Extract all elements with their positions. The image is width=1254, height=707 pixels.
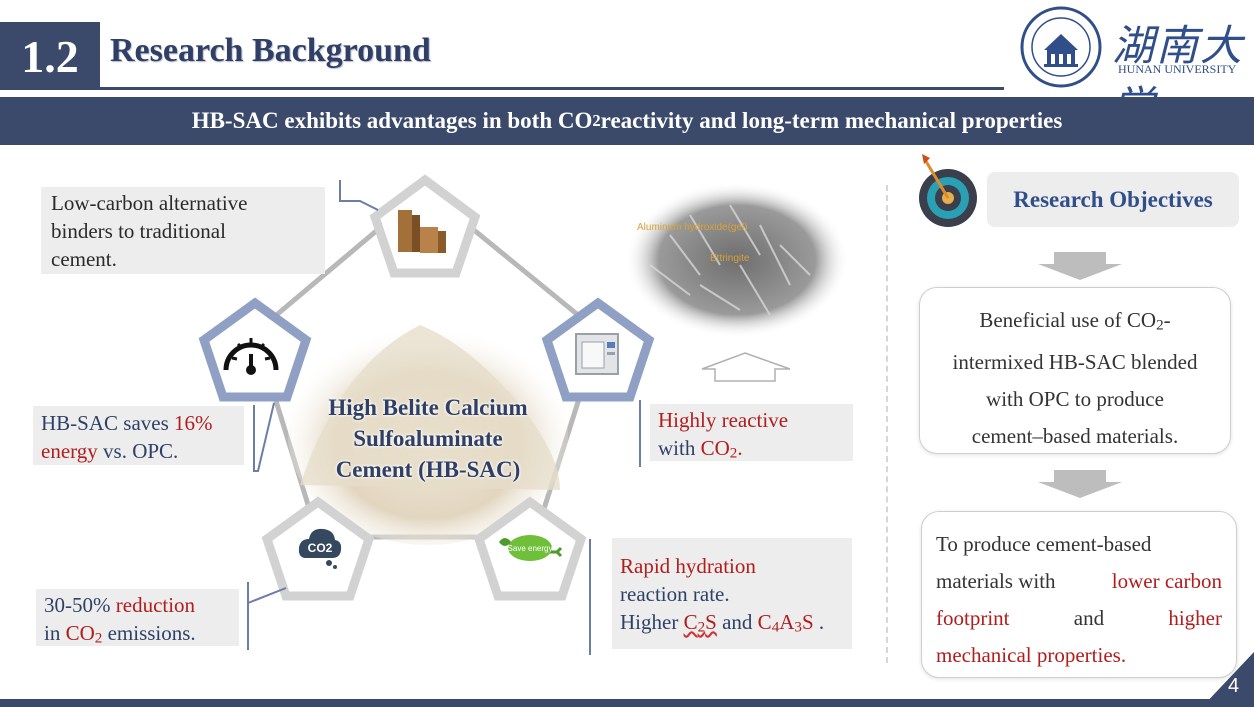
target-icon: [919, 154, 977, 227]
obj1-l4: cement–based materials.: [971, 424, 1179, 449]
sem-label-ettringite: Ettringite: [710, 253, 750, 264]
banner-text-before: HB-SAC exhibits advantages in both CO: [191, 108, 593, 133]
note-co2-sub: 2: [94, 630, 103, 647]
center-title-line2: Sulfoaluminate: [353, 426, 503, 451]
title-underline: [100, 87, 1004, 90]
c4a3s-sub1: 4: [771, 619, 780, 636]
column-divider: [886, 185, 888, 663]
obj1-l2: intermixed HB-SAC blended: [952, 350, 1198, 375]
c4a3s-a: A: [779, 610, 795, 634]
note-reactive-sub: 2: [729, 445, 738, 462]
note-low-carbon-line2: binders to traditional: [51, 219, 226, 243]
university-seal-icon: [1020, 6, 1102, 88]
obj2-l2a: materials with: [936, 569, 1056, 593]
c2s-sub: 2: [697, 619, 706, 636]
note-energy-highlight: 16%: [174, 411, 213, 435]
banner-text-after: reactivity and long-term mechanical prop…: [600, 108, 1063, 133]
note-energy-word: energy: [41, 439, 98, 463]
center-title-line3: Cement (HB-SAC): [335, 457, 521, 482]
note-co2-p3: emissions.: [102, 621, 196, 645]
obj1-l1a: Beneficial use of CO: [979, 308, 1157, 332]
note-co2-co2: CO: [65, 621, 95, 645]
obj2-l2b: lower carbon: [1111, 569, 1222, 593]
note-hydration-p2: Higher: [620, 610, 684, 634]
note-co2-highlight: reduction: [115, 593, 196, 617]
save-energy-icon: Save energy: [499, 535, 563, 561]
c4a3s-sub2: 3: [794, 619, 802, 636]
banner-sub: 2: [592, 111, 601, 130]
note-co2-p2: in: [44, 621, 66, 645]
c2s-c: C: [683, 610, 698, 634]
note-reactive-co2: CO: [700, 436, 730, 460]
footer-bar: [0, 699, 1254, 707]
pentagon-diagram: [198, 174, 849, 655]
section-number: 1.2: [0, 22, 100, 90]
down-arrow-icon: [1038, 252, 1122, 280]
note-hydration-c2s: C2S: [683, 610, 717, 636]
obj1-l1sub: 2: [1156, 317, 1164, 334]
note-energy-p1: HB-SAC saves: [41, 411, 175, 435]
page-number-corner: [1202, 652, 1254, 707]
c4a3s-c: C: [757, 610, 772, 634]
c2s-s: S: [705, 610, 717, 634]
obj2-l3b: and: [1073, 606, 1105, 630]
section-title: Research Background: [110, 32, 431, 69]
note-hydration-p4: .: [813, 610, 825, 634]
save-icon-label: Save energy: [508, 544, 553, 553]
note-hydration-p3: and: [716, 610, 758, 634]
obj2-l1: To produce cement-based: [936, 532, 1152, 556]
note-reactive-highlight: Highly reactive: [658, 408, 789, 432]
co2-icon-label: CO2: [308, 541, 333, 555]
obj2-l3c: higher: [1168, 606, 1222, 630]
obj1-l1b: -: [1163, 308, 1171, 332]
note-low-carbon: Low-carbon alternative binders to tradit…: [41, 187, 325, 274]
node-pentagon-top: [369, 174, 481, 278]
note-energy-p3: vs. OPC.: [97, 439, 179, 463]
note-reactive-p1: with: [658, 436, 701, 460]
note-co2-reduction: 30-50% reduction in CO2 emissions.: [36, 589, 239, 646]
c4a3s-s: S: [801, 610, 814, 634]
note-co2-p1: 30-50%: [44, 593, 116, 617]
gauge-icon: [223, 338, 279, 375]
note-reactive-p2: .: [737, 436, 743, 460]
note-reactive: Highly reactive with CO2.: [650, 404, 853, 461]
note-hydration-p1: reaction rate.: [620, 582, 730, 606]
note-hydration: Rapid hydration reaction rate. Higher C2…: [612, 538, 852, 649]
down-arrow-icon: [1038, 470, 1122, 498]
obj2-l4: mechanical properties.: [936, 643, 1127, 667]
curing-chamber-icon: [575, 333, 619, 375]
objective-box-2: To produce cement-based materials with l…: [921, 511, 1237, 678]
sem-label-gel: Aluminum hydroxide(gel): [637, 222, 748, 233]
sem-micrograph: [625, 182, 849, 338]
note-hydration-c4a3s: C4A3S: [757, 610, 814, 636]
co2-cloud-icon: CO2: [298, 528, 342, 569]
logo-english-name: HUNAN UNIVERSITY: [1118, 62, 1237, 76]
note-energy: HB-SAC saves 16% energy vs. OPC.: [33, 406, 244, 465]
obj2-l3a: footprint: [936, 606, 1010, 630]
center-title: High Belite Calcium Sulfoaluminate Cemen…: [290, 392, 566, 485]
center-title-line1: High Belite Calcium: [328, 395, 528, 420]
note-hydration-highlight: Rapid hydration: [620, 554, 756, 578]
node-pentagon-left: [198, 297, 312, 402]
objective-box-1: Beneficial use of CO2- intermixed HB-SAC…: [919, 287, 1231, 454]
obj1-l3: with OPC to produce: [986, 387, 1164, 412]
research-objectives-title: Research Objectives: [987, 172, 1239, 227]
note-low-carbon-line3: cement.: [51, 247, 117, 271]
note-low-carbon-line1: Low-carbon alternative: [51, 191, 248, 215]
page-number: 4: [1228, 675, 1240, 697]
